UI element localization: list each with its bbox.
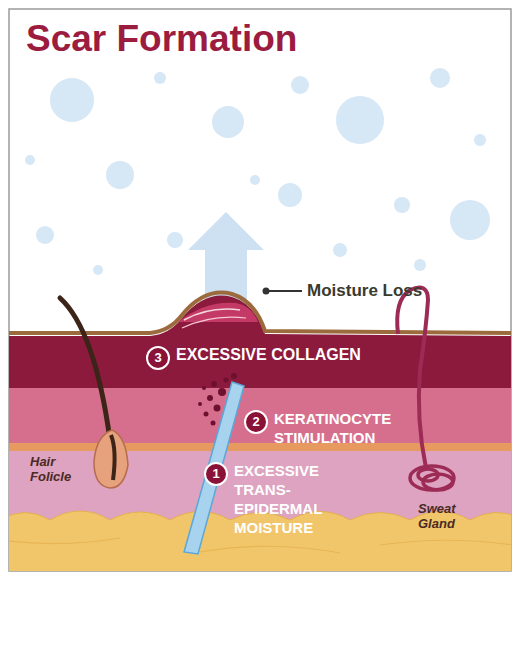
basal-line (9, 442, 511, 451)
hair-bulb (94, 430, 128, 488)
callout-label: EXCESSIVE TRANS-EPIDERMAL MOISTURE (234, 461, 374, 537)
sweat-gland-coil (410, 466, 454, 490)
callout-label: EXCESSIVE COLLAGEN (176, 345, 406, 364)
leader-line (266, 290, 302, 292)
epidermis-lower (9, 386, 511, 443)
hair-shaft (60, 298, 110, 440)
scar-bump (178, 303, 258, 322)
callout-group: 3 EXCESSIVE COLLAGEN (146, 345, 406, 370)
skin-surface (9, 293, 511, 333)
part-name: Sweat Gland (418, 502, 478, 532)
callout-group: 1EXCESSIVE TRANS-EPIDERMAL MOISTURE (204, 461, 374, 537)
callout-label: KERATINOCYTE STIMULATION (274, 409, 399, 447)
callout-number: 3 (146, 346, 170, 370)
title: Scar Formation (26, 18, 297, 60)
callout-number: 1 (204, 462, 228, 486)
part-name: Hair Folicle (30, 455, 88, 485)
sweat-duct (397, 288, 428, 468)
leader-dot (263, 288, 270, 295)
callout-group: 2KERATINOCYTE STIMULATION (244, 409, 399, 447)
callout-label: Moisture Loss (307, 281, 477, 301)
collagen-layer (9, 296, 511, 388)
callout-number: 2 (244, 410, 268, 434)
